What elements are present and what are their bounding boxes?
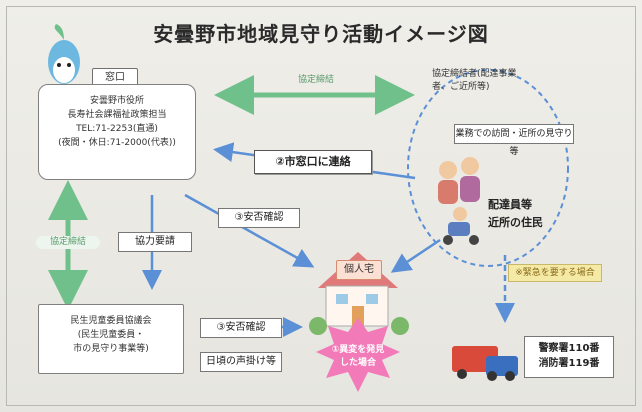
anomaly-label: ①異変を発見した場合 <box>331 345 385 368</box>
partners-label: 協定締結者(配達事業者、ご近所等) <box>432 69 517 92</box>
anomaly-burst <box>316 318 400 392</box>
council-line-2: (民生児童委員・ <box>77 330 145 340</box>
police-number: 警察署110番 <box>538 343 600 354</box>
arrow-partner-to-house <box>390 238 441 273</box>
fire-number: 消防署119番 <box>538 358 600 369</box>
outer-frame <box>6 6 636 406</box>
council-line-3: 市の見守り事業等) <box>73 344 149 354</box>
mascot-icon <box>48 24 80 84</box>
safety-check-label-2: ③安否確認 <box>200 318 282 338</box>
city-office-line-2: 長寿社会課福祉政策担当 <box>67 110 167 120</box>
safety-check-label-1: ③安否確認 <box>218 208 300 228</box>
agreement-label-top: 協定締結 <box>297 75 334 85</box>
agreement-label-left: 協定締結 <box>36 236 100 249</box>
partners-caption-2: 近所の住民 <box>488 216 543 229</box>
cooperation-request-label: 協力要請 <box>118 232 192 252</box>
contact-city-label: ②市窓口に連絡 <box>254 150 372 174</box>
council-line-1: 民生児童委員協議会 <box>70 316 152 326</box>
house-label: 個人宅 <box>336 260 382 280</box>
daily-greeting-label: 日頃の声掛け等 <box>200 352 282 372</box>
page-title: 安曇野市地域見守り活動イメージ図 <box>153 22 489 46</box>
emergency-vehicles-icon <box>452 346 518 381</box>
arrow-city-to-house <box>184 193 315 268</box>
city-office-line-1: 安曇野市役所 <box>89 96 144 106</box>
emergency-contacts-box: 警察署110番 消防署119番 <box>524 336 614 378</box>
partners-dashed-circle <box>407 69 569 267</box>
city-office-box: 安曇野市役所 長寿社会課福祉政策担当 TEL:71-2253(直通) (夜間・休… <box>38 84 196 180</box>
city-office-line-3: TEL:71-2253(直通) <box>76 124 158 134</box>
partners-activity: 業務での訪問・近所の見守り等 <box>454 124 574 157</box>
people-icon <box>438 157 480 245</box>
city-office-line-4: (夜間・休日:71-2000(代表)) <box>58 138 176 148</box>
emergency-note: ※緊急を要する場合 <box>508 264 602 282</box>
council-box: 民生児童委員協議会 (民生児童委員・ 市の見守り事業等) <box>38 304 184 374</box>
partners-caption-1: 配達員等 <box>488 198 532 211</box>
